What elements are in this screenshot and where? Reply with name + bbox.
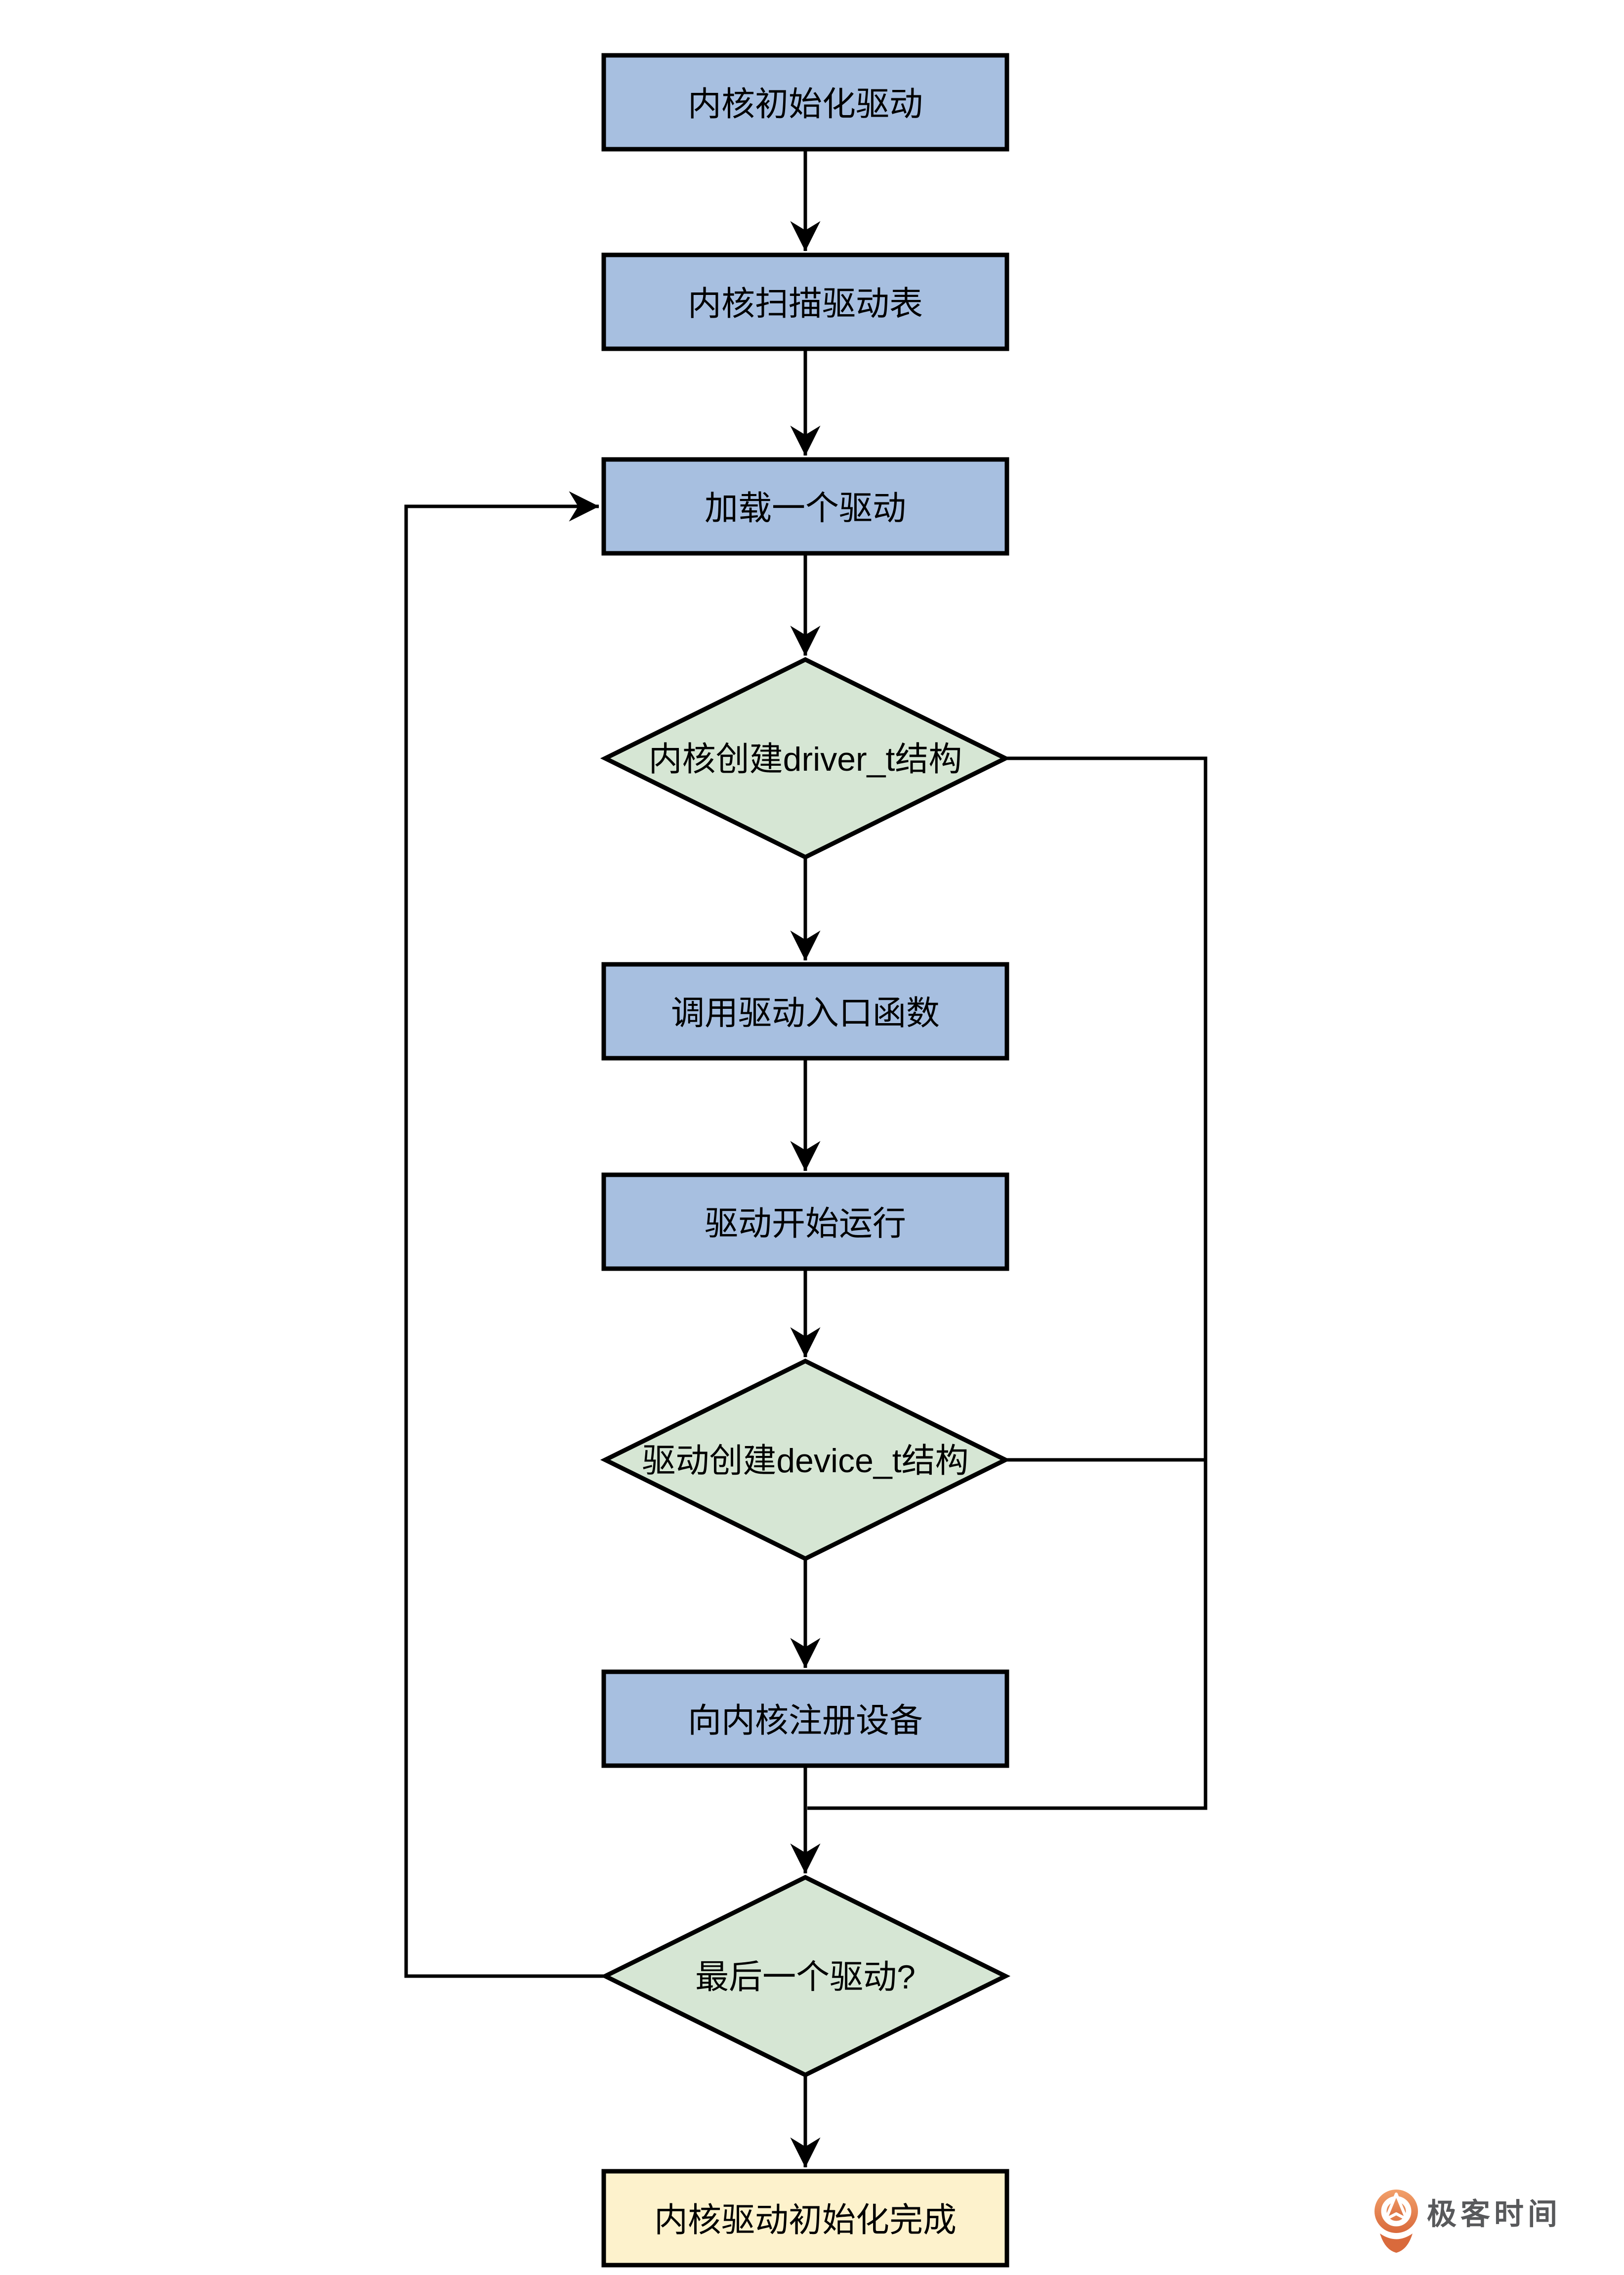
node-label: 调用驱动入口函数 (671, 994, 940, 1032)
node-call-entry: 调用驱动入口函数 (601, 962, 1009, 1061)
node-label: 内核扫描驱动表 (688, 285, 923, 323)
geektime-logo-icon (1374, 2190, 1418, 2253)
node-init-done: 内核驱动初始化完成 (601, 2169, 1009, 2268)
node-label: 内核创建driver_t结构 (649, 741, 962, 778)
node-label: 驱动开始运行 (705, 1205, 906, 1242)
node-create-driver-t: 内核创建driver_t结构 (600, 657, 1011, 860)
process-box (601, 457, 1009, 556)
node-label: 最后一个驱动? (695, 1958, 916, 1996)
node-label: 加载一个驱动 (705, 490, 906, 527)
node-label: 内核初始化驱动 (688, 85, 923, 123)
node-register-device: 向内核注册设备 (601, 1669, 1009, 1768)
edges (404, 149, 1208, 2168)
process-box (601, 1172, 1009, 1271)
terminal-box (601, 2169, 1009, 2268)
node-load-driver: 加载一个驱动 (601, 457, 1009, 556)
node-create-device-t: 驱动创建device_t结构 (600, 1358, 1011, 1562)
geektime-logo-text: 极客时间 (1427, 2198, 1561, 2231)
process-box (601, 962, 1009, 1061)
node-label: 向内核注册设备 (688, 1702, 923, 1739)
edge-last-loop-back-to-load (404, 491, 605, 1978)
node-last-driver: 最后一个驱动? (600, 1874, 1011, 2078)
edge-driver-t-right-bypass (807, 756, 1208, 1810)
decision-diamond (600, 657, 1011, 860)
process-box (601, 252, 1009, 351)
node-driver-run: 驱动开始运行 (601, 1172, 1009, 1271)
process-box (601, 53, 1009, 152)
node-scan-driver-table: 内核扫描驱动表 (601, 252, 1009, 351)
node-kernel-init: 内核初始化驱动 (601, 53, 1009, 152)
logo-needle (1384, 2192, 1408, 2221)
logo-pin-tail (1380, 2234, 1413, 2253)
decision-diamond (600, 1874, 1011, 2078)
process-box (601, 1669, 1009, 1768)
node-label: 驱动创建device_t结构 (642, 1442, 968, 1480)
geektime-logo: 极客时间 (1374, 2190, 1561, 2253)
node-label: 内核驱动初始化完成 (654, 2201, 957, 2239)
decision-diamond (600, 1358, 1011, 1562)
